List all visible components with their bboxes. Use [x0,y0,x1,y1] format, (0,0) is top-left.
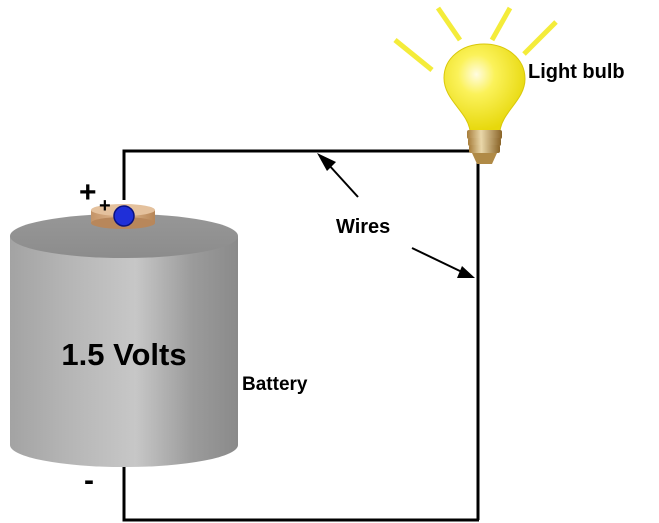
battery-top-cap [10,214,238,258]
light-bulb [393,6,558,164]
battery-positive-sign: + [79,176,97,209]
wires-label: Wires [336,216,390,238]
light-rays [393,6,558,72]
arrow-head-right [457,266,475,278]
terminal-dot [113,205,135,227]
battery-label: Battery [242,374,308,395]
battery-voltage-label: 1.5 Volts [61,337,186,372]
arrow-to-top-wire [327,163,359,198]
battery-negative-sign: - [84,464,94,497]
arrow-to-right-wire [411,247,463,273]
wire-loop [122,149,480,522]
wire-pointer-arrows [317,153,475,278]
arrow-head-top [317,153,336,171]
wire-bottom [122,464,479,522]
wire-top [122,149,480,520]
bulb-glass [443,43,526,132]
battery [10,204,238,467]
battery-positive-sign-small: + [99,195,111,217]
light-bulb-label: Light bulb [528,61,625,83]
bulb-base [467,130,502,164]
battery-body [10,236,238,467]
